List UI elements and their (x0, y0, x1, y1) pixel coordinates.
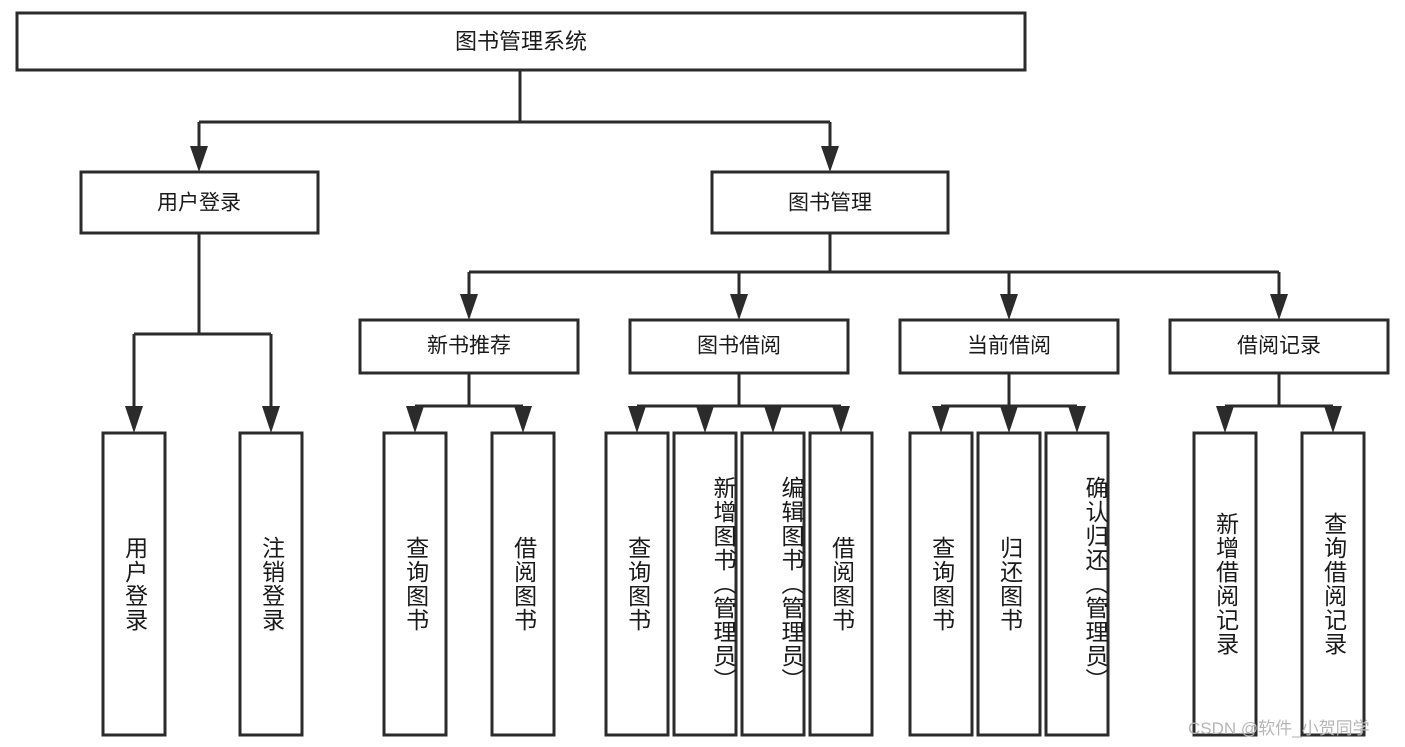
node-leaf-borrow-book-2-label: 借阅图书 (828, 536, 855, 632)
arrow-head-leaf-query-book-2 (628, 406, 646, 433)
node-leaf-edit-book-label: 编辑图书（管理员） (778, 476, 804, 692)
node-leaf-edit-book-box[interactable] (740, 431, 806, 737)
connector-group-borrow-record (1216, 373, 1342, 433)
arrow-head-leaf-confirm-return (1068, 406, 1086, 433)
arrow-head-leaf-query-record (1324, 406, 1342, 433)
arrow-head-new-book-recommend (460, 294, 478, 320)
node-leaf-confirm-return-box[interactable] (1044, 431, 1110, 737)
node-leaf-query-book-3-label: 查询图书 (928, 536, 955, 632)
node-book-borrow[interactable]: 图书借阅 (628, 318, 850, 375)
arrow-head-leaf-query-book-3 (932, 406, 950, 433)
connector-group-user-login (125, 233, 280, 433)
arrow-head-leaf-query-book-1 (406, 406, 424, 433)
connector-group-new-book-recommend (406, 373, 532, 433)
arrow-head-leaf-add-book (696, 406, 714, 433)
node-leaf-query-book-3-box[interactable] (908, 431, 974, 737)
node-leaf-add-record-label: 新增借阅记录 (1212, 512, 1239, 656)
node-leaf-add-book-label: 新增图书（管理员） (710, 476, 736, 692)
node-borrow-record[interactable]: 借阅记录 (1168, 318, 1390, 375)
arrow-head-book-manage (821, 146, 839, 172)
node-leaf-query-record-label: 查询借阅记录 (1320, 512, 1347, 656)
node-leaf-query-record-box[interactable] (1300, 431, 1366, 737)
node-book-manage-box[interactable] (710, 170, 950, 235)
node-user-login-label: 用户登录 (157, 192, 241, 215)
node-current-borrow-label: 当前借阅 (967, 335, 1051, 358)
node-new-book-recommend-box[interactable] (358, 318, 580, 375)
arrow-head-leaf-user-logout (262, 406, 280, 433)
node-leaf-add-record-box[interactable] (1192, 431, 1258, 737)
arrow-head-leaf-borrow-book-2 (832, 406, 850, 433)
node-leaf-user-login-box[interactable] (101, 431, 167, 737)
watermark-label: CSDN @软件_小贺同学 (1188, 719, 1370, 738)
node-leaf-query-book-1-label: 查询图书 (402, 536, 429, 632)
arrow-head-leaf-user-login (125, 406, 143, 433)
node-leaf-borrow-book-1-label: 借阅图书 (510, 536, 537, 632)
node-new-book-recommend-label: 新书推荐 (427, 335, 511, 358)
node-leaf-return-book-box[interactable] (976, 431, 1042, 737)
arrow-head-leaf-add-record (1216, 406, 1234, 433)
arrow-head-user-login (190, 146, 208, 172)
node-leaf-query-book-2-label: 查询图书 (624, 536, 651, 632)
arrow-head-borrow-record (1270, 294, 1288, 320)
node-book-manage-label: 图书管理 (788, 192, 872, 215)
arrow-head-leaf-borrow-book-1 (514, 406, 532, 433)
node-leaf-borrow-book-2-box[interactable] (808, 431, 874, 737)
arrow-head-leaf-return-book (1000, 406, 1018, 433)
node-borrow-record-box[interactable] (1168, 318, 1390, 375)
node-leaf-query-book-1-box[interactable] (382, 431, 448, 737)
node-root-label: 图书管理系统 (455, 29, 587, 54)
node-leaf-borrow-book-1-box[interactable] (490, 431, 556, 737)
node-user-login-box[interactable] (79, 170, 320, 235)
node-book-borrow-label: 图书借阅 (697, 335, 781, 358)
node-leaf-user-logout-label: 注销登录 (258, 536, 285, 632)
arrow-head-current-borrow (1000, 294, 1018, 320)
arrow-head-leaf-edit-book (764, 406, 782, 433)
node-user-login[interactable]: 用户登录 (79, 170, 320, 235)
node-leaf-add-book-box[interactable] (672, 431, 738, 737)
connector-group-book-borrow (628, 373, 850, 433)
node-borrow-record-label: 借阅记录 (1237, 335, 1321, 358)
arrow-head-book-borrow (730, 294, 748, 320)
node-leaf-return-book-label: 归还图书 (996, 536, 1023, 632)
node-leaf-query-book-2-box[interactable] (604, 431, 670, 737)
node-root-box[interactable] (15, 11, 1027, 72)
node-current-borrow[interactable]: 当前借阅 (898, 318, 1120, 375)
connector-group-root (190, 70, 839, 172)
node-leaf-confirm-return-label: 确认归还（管理员） (1082, 476, 1108, 692)
connector-group-book-manage (460, 233, 1288, 320)
node-leaf-user-logout-box[interactable] (238, 431, 304, 737)
connector-group-current-borrow (932, 373, 1086, 433)
node-leaf-user-login-label: 用户登录 (121, 536, 148, 632)
node-new-book-recommend[interactable]: 新书推荐 (358, 318, 580, 375)
node-book-manage[interactable]: 图书管理 (710, 170, 950, 235)
node-current-borrow-box[interactable] (898, 318, 1120, 375)
node-root[interactable]: 图书管理系统 (15, 11, 1027, 72)
node-book-borrow-box[interactable] (628, 318, 850, 375)
